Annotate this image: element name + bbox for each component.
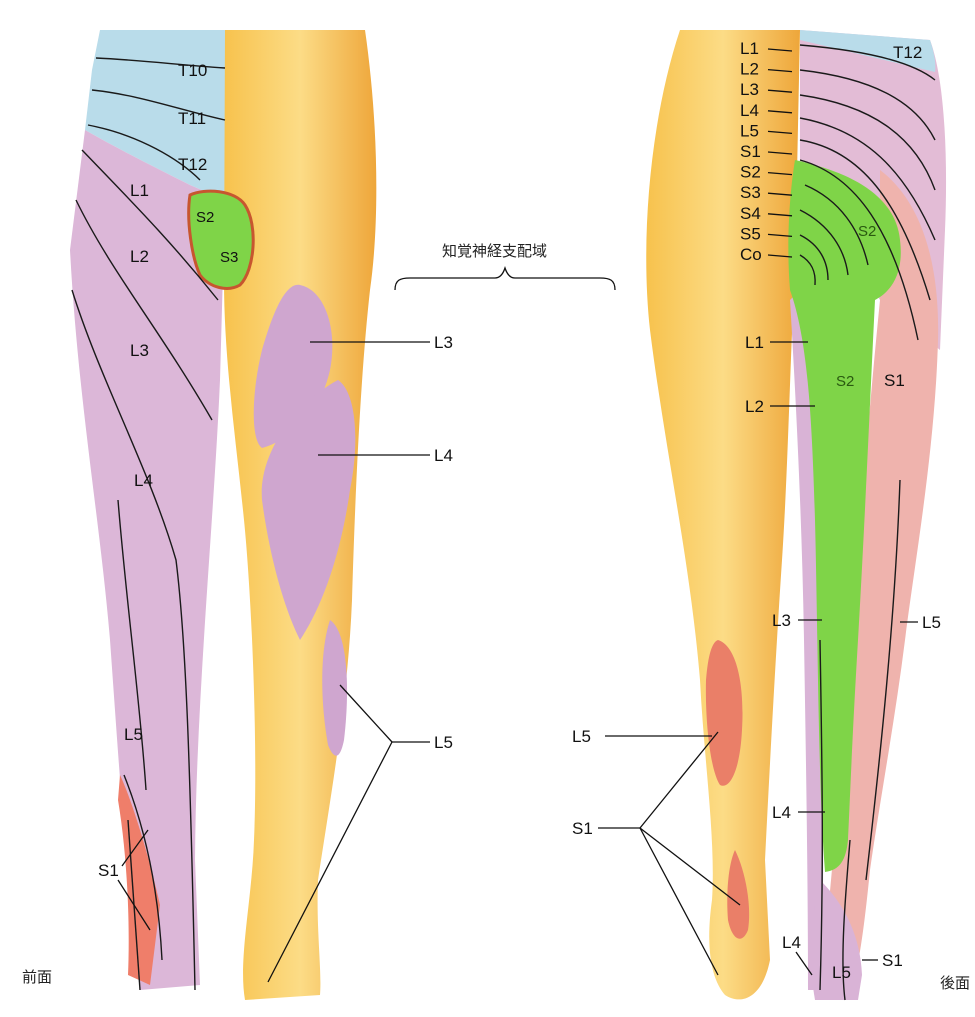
back-stack-label-s3: S3 — [740, 183, 761, 202]
back-label-s1-calf: S1 — [572, 819, 593, 838]
front-label-t10: T10 — [178, 61, 207, 80]
back-view-label: 後面 — [940, 974, 970, 992]
back-right-foot — [810, 880, 862, 1000]
back-stack-label-s2: S2 — [740, 163, 761, 182]
front-label-l1: L1 — [130, 181, 149, 200]
back-stack-pointer — [767, 192, 793, 196]
back-left-leg — [646, 30, 800, 1000]
diagram-title: 知覚神経支配域 — [442, 242, 547, 260]
front-lumbar-region — [70, 130, 225, 990]
back-stack-label-l3: L3 — [740, 80, 759, 99]
back-label-foot-s1: S1 — [882, 951, 903, 970]
back-view — [646, 30, 947, 1001]
title-brace — [394, 265, 616, 291]
back-label-s2-lower: S2 — [836, 373, 854, 390]
front-l5-patch — [322, 620, 348, 756]
back-stack-label-l4: L4 — [740, 101, 759, 120]
back-label-t12: T12 — [893, 43, 922, 62]
back-stack-label-s1: S1 — [740, 142, 761, 161]
back-stack-pointer — [767, 233, 793, 238]
back-stack-pointer — [767, 110, 793, 114]
back-label-l4: L4 — [772, 803, 791, 822]
back-label-l1: L1 — [745, 333, 764, 352]
front-label-l4: L4 — [134, 471, 153, 490]
back-label-l5-side: L5 — [922, 613, 941, 632]
back-label-s1-side: S1 — [884, 371, 905, 390]
back-stack-pointer — [767, 151, 793, 155]
front-genital-region — [187, 189, 255, 290]
back-s2-region — [788, 160, 901, 872]
back-label-foot-l5: L5 — [832, 963, 851, 982]
back-stack-label-s5: S5 — [740, 224, 761, 243]
front-thoracic-region — [85, 30, 225, 200]
front-label-l2: L2 — [130, 247, 149, 266]
front-callout-l5: L5 — [434, 733, 453, 752]
back-heel-s1-patch — [727, 850, 750, 939]
back-stack-label-l5: L5 — [740, 121, 759, 140]
front-l4-patch — [261, 380, 356, 640]
front-label-t12: T12 — [178, 155, 207, 174]
front-label-l5: L5 — [124, 725, 143, 744]
back-label-l5-calf: L5 — [572, 727, 591, 746]
back-stack-label-l1: L1 — [740, 39, 759, 58]
back-label-l3: L3 — [772, 611, 791, 630]
back-label-s2-upper: S2 — [858, 223, 876, 240]
back-t12-blue — [800, 30, 936, 72]
back-stack-label-s4: S4 — [740, 204, 761, 223]
front-view — [70, 30, 377, 1000]
back-label-foot-l4: L4 — [782, 933, 801, 952]
front-label-s1: S1 — [98, 861, 119, 880]
back-stack-pointer — [767, 130, 793, 135]
back-stack-pointer — [767, 171, 793, 176]
back-calf-l5-patch — [705, 640, 743, 786]
back-label-l2: L2 — [745, 397, 764, 416]
front-callout-l3: L3 — [434, 333, 453, 352]
front-callout-l4: L4 — [434, 446, 453, 465]
front-view-label: 前面 — [22, 968, 52, 986]
back-stack-pointer — [767, 68, 793, 73]
back-stack-pointer — [767, 213, 793, 217]
back-stack-pointer — [767, 89, 793, 93]
back-stack-label-co: Co — [740, 245, 762, 264]
back-stack-pointer — [767, 254, 793, 258]
front-label-t11: T11 — [178, 109, 206, 128]
back-stack-pointer — [767, 48, 793, 52]
back-l-inner-strip — [790, 290, 824, 990]
front-label-s2: S2 — [196, 209, 214, 226]
front-label-l3: L3 — [130, 341, 149, 360]
back-stack-label-l2: L2 — [740, 60, 759, 79]
front-label-s3: S3 — [220, 249, 238, 266]
